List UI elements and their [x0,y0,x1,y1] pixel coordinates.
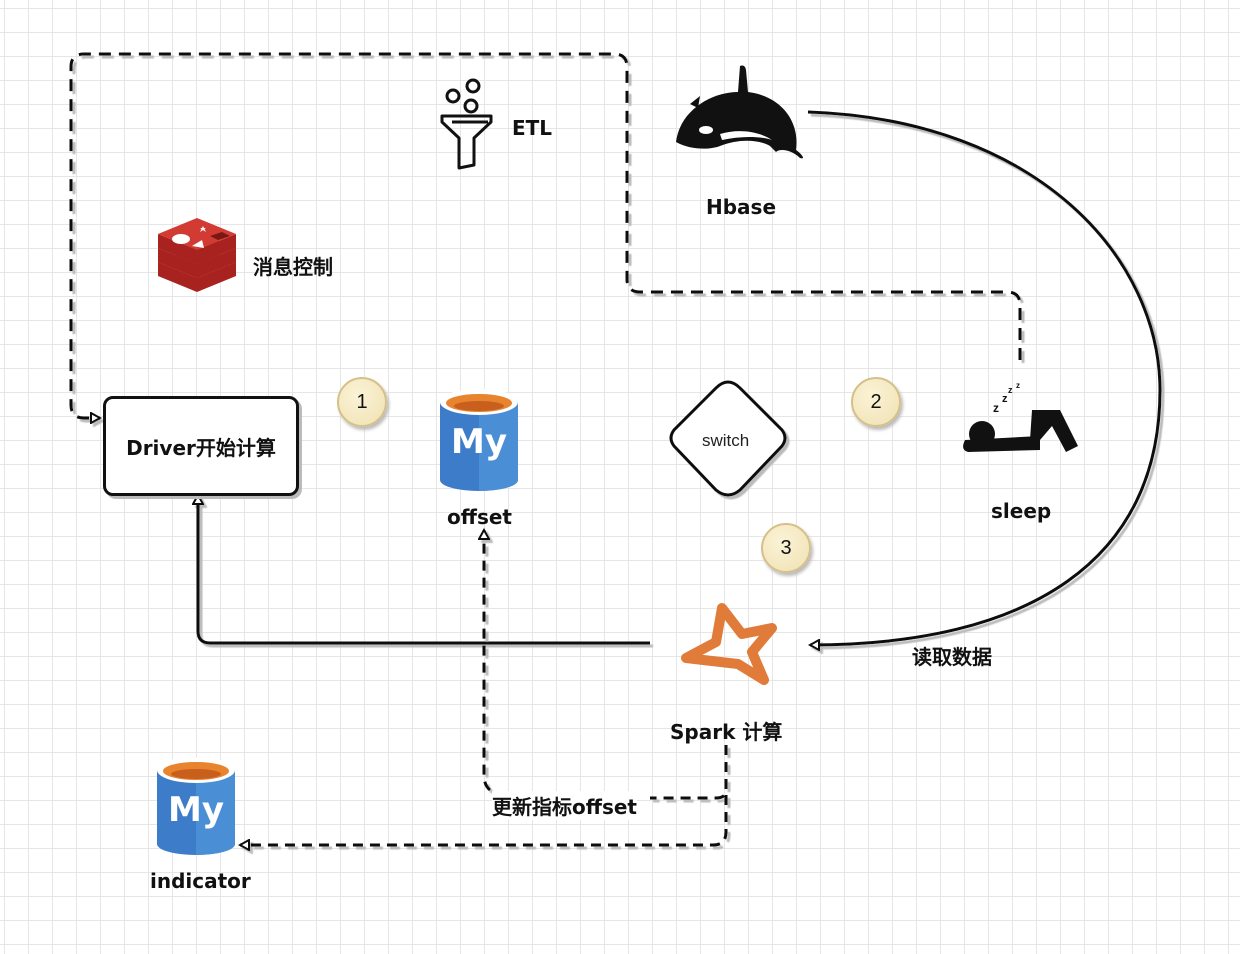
spark-label: Spark 计算 [670,720,783,744]
edge-hbase-to-spark [807,110,1162,645]
edge-spark-to-indicator [240,795,728,845]
redis-label: 消息控制 [253,255,333,279]
hbase-label: Hbase [706,195,777,219]
orca-icon [676,65,803,159]
mysql-offset-icon [440,389,518,491]
step-badge-2: 2 [851,377,901,427]
edge-spark-to-offset [484,530,728,800]
mysql-offset-glyph: My [451,422,507,462]
sleep-label: sleep [991,499,1052,523]
update-offset-label: 更新指标offset [492,791,637,820]
driver-label: Driver开始计算 [126,435,276,460]
indicator-label: indicator [150,869,251,893]
funnel-icon [440,78,493,170]
svg-text:z: z [1002,393,1008,405]
step-badge-3: 3 [761,523,811,573]
svg-text:z: z [993,401,999,415]
sleeping-person-icon: z z z z [963,381,1078,452]
mysql-indicator-glyph: My [168,790,224,830]
step-badge-1: 1 [337,377,387,427]
svg-text:z: z [1008,385,1013,395]
svg-text:z: z [1016,381,1020,390]
etl-label: ETL [512,116,553,140]
redis-icon [158,218,236,292]
edge-sleep-to-driver [69,52,1022,418]
edge-spark-to-driver [198,495,650,645]
spark-star-icon [681,603,777,685]
mysql-indicator-icon [157,757,235,855]
switch-label: switch [702,431,750,450]
offset-label: offset [447,505,512,529]
driver-node[interactable]: Driver开始计算 [103,396,299,496]
read-data-label: 读取数据 [912,645,992,669]
switch-node[interactable] [669,380,787,497]
